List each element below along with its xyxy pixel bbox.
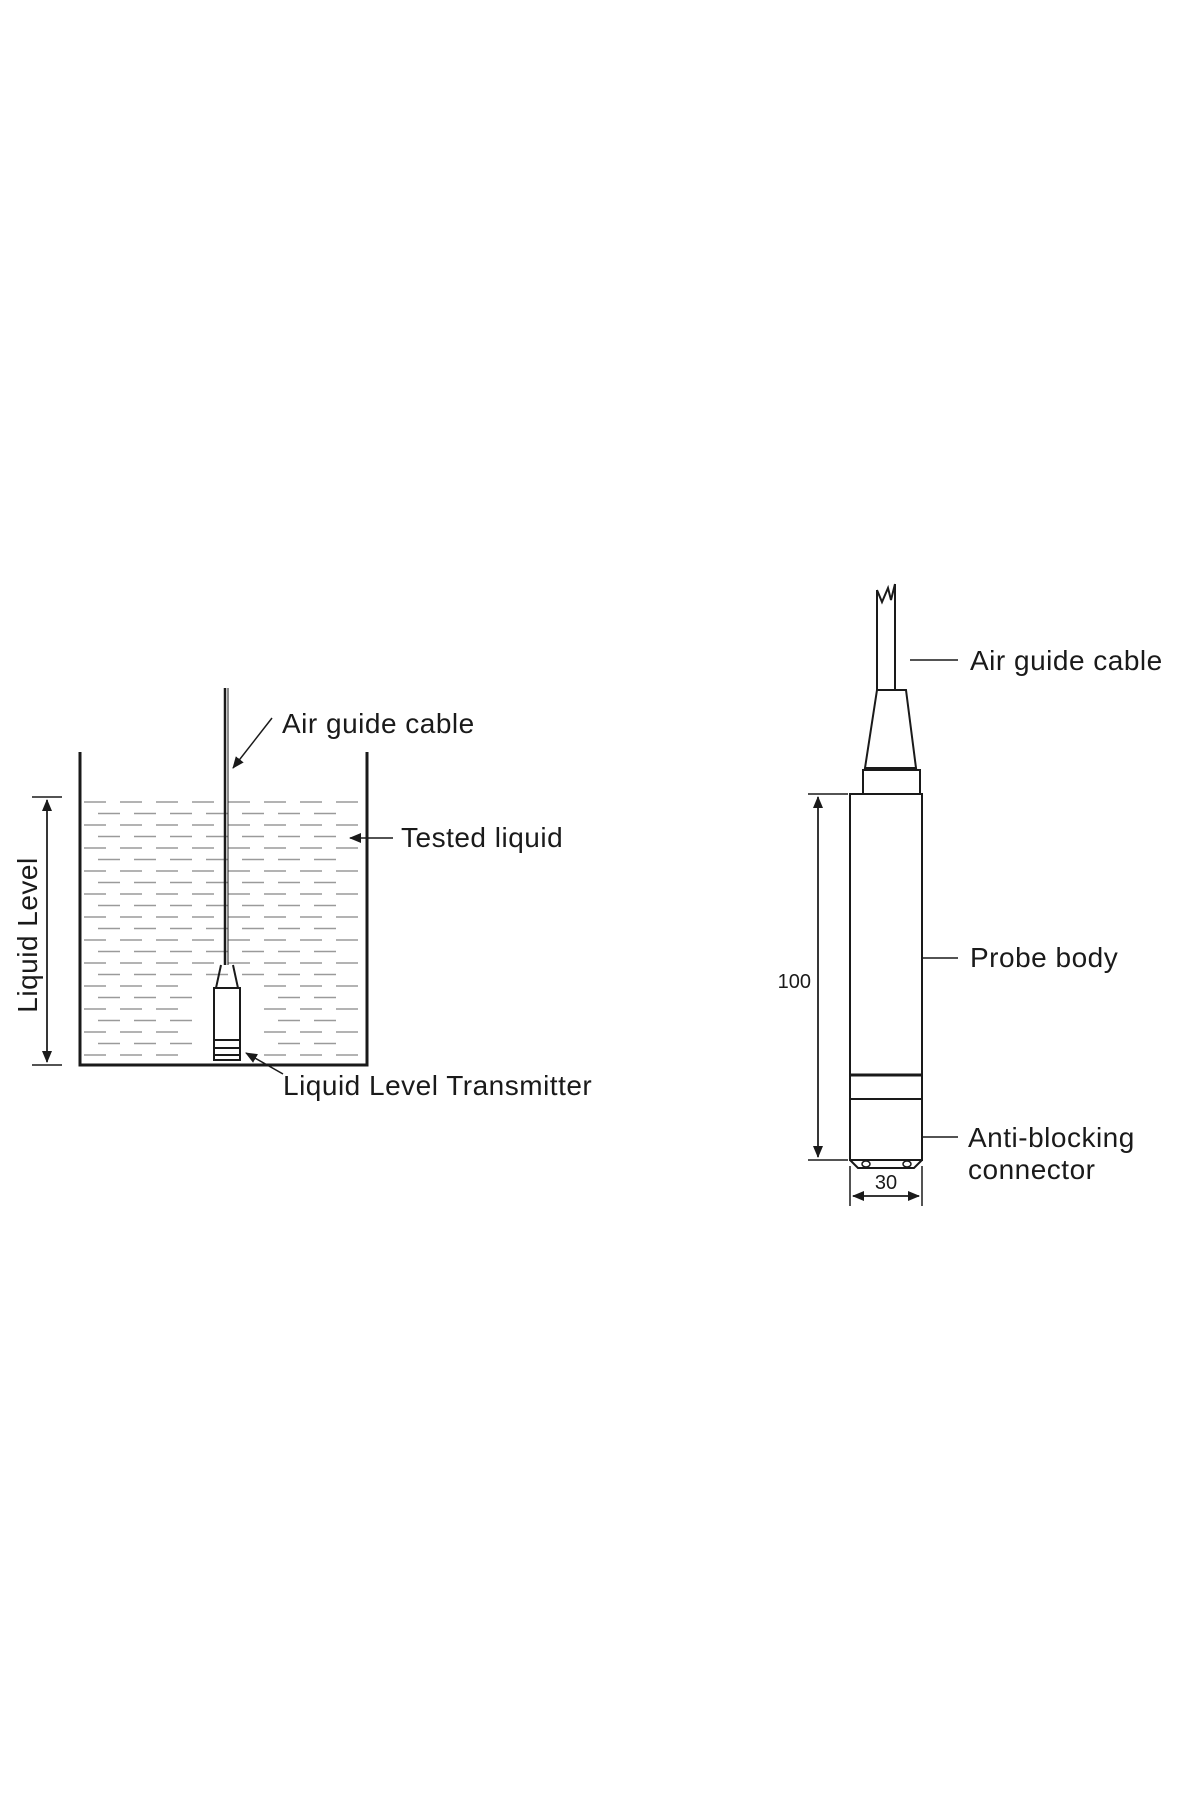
tested-liquid-fill <box>84 801 358 1056</box>
transmitter-label: Liquid Level Transmitter <box>283 1070 592 1101</box>
probe-body <box>849 793 923 1161</box>
air-guide-cable-leader <box>232 717 273 769</box>
length-dimension-value: 100 <box>778 971 811 993</box>
probe-diagram: 100 30 Air guide cable Probe body Anti-b… <box>778 583 1163 1206</box>
length-dimension <box>808 793 848 1161</box>
installation-diagram: Liquid Level Air guide cable Tested liqu… <box>12 688 592 1101</box>
anti-blocking-label-line1: Anti-blocking <box>968 1122 1135 1153</box>
diameter-dimension-value: 30 <box>875 1172 897 1194</box>
anti-blocking-label-line2: connector <box>968 1154 1095 1185</box>
tank-outline <box>78 752 369 1067</box>
probe-neck <box>862 769 921 795</box>
liquid-level-dimension <box>32 796 62 1066</box>
probe-cable <box>876 583 896 690</box>
tested-liquid-label: Tested liquid <box>401 822 563 853</box>
diameter-dimension <box>849 1166 923 1206</box>
liquid-level-label: Liquid Level <box>12 857 43 1012</box>
probe-cable-label: Air guide cable <box>970 645 1163 676</box>
submerged-transmitter <box>213 964 241 1061</box>
probe-body-label: Probe body <box>970 942 1118 973</box>
transmitter-leader <box>245 1052 284 1075</box>
anti-blocking-connector <box>849 1159 923 1169</box>
cable-gland <box>863 689 918 769</box>
air-guide-cable-label: Air guide cable <box>282 708 475 739</box>
